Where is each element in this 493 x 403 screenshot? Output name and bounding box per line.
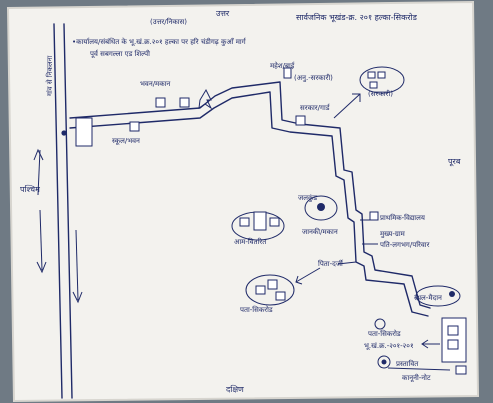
- plot-centre-left: [231, 211, 285, 241]
- plot-cluster-top-right: [359, 66, 405, 94]
- label-house-b: महेश/बाई: [270, 61, 295, 70]
- label-bottom-plot: पता-सिकरोड: [240, 305, 273, 314]
- house-box-2: [155, 97, 166, 108]
- label-bottom-right: प्रस्तावित: [396, 359, 419, 368]
- plot-bottom-left: [245, 274, 295, 306]
- stamp-circles: [374, 318, 467, 375]
- label-line-2: पति-लगभग/परिवार: [380, 240, 430, 249]
- label-line-1: प्राथमिक-विद्यालय: [380, 213, 426, 222]
- main-road: [53, 23, 73, 399]
- house-box-1: [129, 121, 140, 132]
- house-box-4: [295, 115, 306, 126]
- label-line-4: मुख्य-ग्राम: [380, 230, 406, 238]
- road-arrows: [33, 148, 83, 304]
- arrow-to-top-right: [333, 93, 361, 119]
- proposed-site: [415, 285, 467, 363]
- title-right: सार्वजनिक भूखंड-क्र. २०१ हल्का-सिकरोड: [296, 12, 418, 23]
- site-line-1: पता-सिकरोड: [368, 329, 401, 338]
- left-vertical-label: गांव से निकलना: [45, 55, 54, 96]
- south-label: दक्षिण: [226, 384, 244, 394]
- top-bracket-label: (उत्तर/निकास): [150, 17, 187, 26]
- north-label: उत्तर: [216, 9, 230, 18]
- label-site: स्थल-मैदान: [414, 293, 442, 302]
- east-label: पूरब: [448, 157, 461, 167]
- junction-dot: [61, 130, 67, 136]
- label-house-a: भवन/मकान: [140, 80, 170, 88]
- label-box-left: आम-वितरित: [234, 237, 267, 246]
- signature-note: कानूनी-नोट: [402, 373, 431, 382]
- west-label: पश्चिम: [20, 184, 40, 194]
- house-box-5: [369, 211, 379, 221]
- arrow-to-bottom-left: [295, 267, 321, 285]
- tree-icon: [198, 88, 213, 110]
- village-lane: [69, 81, 431, 317]
- note-line-1: •कार्यालय/संबंधित के भू.खं.क्र.२०१ हल्का…: [72, 37, 247, 46]
- label-left-tree: स्कूल/भवन: [112, 137, 140, 145]
- label-house-e: सरकार/गार्ड: [300, 103, 331, 112]
- site-underline: [387, 367, 451, 371]
- label-line-3: पिता-दर्जी: [318, 259, 344, 268]
- shrine-box: [283, 67, 292, 79]
- roadside-shop: [75, 117, 93, 147]
- label-centre-circle: जानकी/मकान: [302, 227, 338, 236]
- label-house-c: (अनु.-सरकारी): [294, 73, 333, 82]
- label-house-d: (सरकारी): [368, 89, 393, 98]
- note-line-2: पूर्व सबगल्ला एड शिल्पी: [90, 49, 150, 58]
- site-line-2: भू.खं.क्र.-२०१-२०१: [364, 342, 414, 350]
- label-temple: जलकुंड: [298, 194, 317, 202]
- house-box-3: [179, 97, 190, 108]
- plot-temple: [304, 195, 338, 221]
